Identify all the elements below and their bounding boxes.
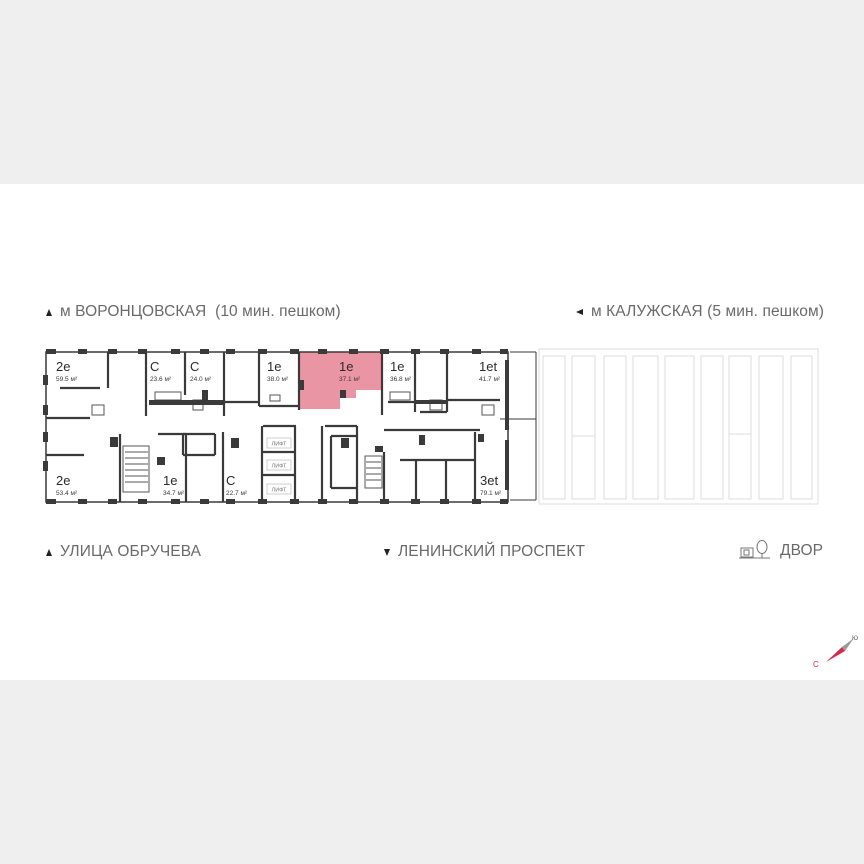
metro-vorontsovskaya-label: м ВОРОНЦОВСКАЯ (10 мин. пешком) [46,303,341,321]
unit-1e-36[interactable]: 1е 36.8 м² [390,359,412,383]
unit-type: 1е [163,473,177,488]
unit-3et-79[interactable]: 3еt 79.1 м² [480,473,502,497]
courtyard-text: ДВОР [780,542,824,559]
thin-walls [91,391,495,493]
triangle-down-icon [384,548,390,556]
street-leninsky-text: ЛЕНИНСКИЙ ПРОСПЕКТ [398,543,586,560]
unit-2e-59[interactable]: 2е 59.5 м² [56,359,78,383]
compass-south-label: Ю [852,636,858,642]
unit-c-24[interactable]: С 24.0 м² [190,359,212,383]
highlighted-apartment[interactable] [299,352,382,409]
lift-boxes: ЛИФТ ЛИФТ ЛИФТ [266,437,292,495]
street-leninsky-label: ЛЕНИНСКИЙ ПРОСПЕКТ [384,543,585,561]
unit-type: С [150,359,159,374]
lift-label-1: ЛИФТ [272,442,287,448]
metro-kaluzhskaya-text: м КАЛУЖСКАЯ (5 мин. пешком) [591,303,825,320]
unit-type: С [190,359,199,374]
unit-area: 38.0 м² [267,376,289,383]
bottom-band [0,680,864,864]
unit-area: 37.1 м² [339,376,361,383]
interior-walls [46,352,500,502]
unit-area: 79.1 м² [480,490,502,497]
triangle-up-icon [46,308,52,316]
street-obrucheva-text: УЛИЦА ОБРУЧЕВА [60,543,202,560]
unit-1e-37-highlighted[interactable]: 1е 37.1 м² [339,359,361,383]
triangle-up-icon [46,548,52,556]
unit-type: 1е [390,359,404,374]
unit-c-22[interactable]: С 22.7 м² [226,473,248,497]
unit-type: 2е [56,473,70,488]
unit-2e-53[interactable]: 2е 53.4 м² [56,473,78,497]
unit-type: 2е [56,359,70,374]
top-band [0,0,864,184]
unit-area: 24.0 м² [190,376,212,383]
unit-1e-34[interactable]: 1е 34.7 м² [163,473,185,497]
unit-area: 53.4 м² [56,490,78,497]
compass-icon: С Ю [813,636,858,669]
unit-area: 34.7 м² [163,490,185,497]
unit-c-23[interactable]: С 23.6 м² [150,359,172,383]
playground-tree-icon [739,540,770,559]
lift-label-2: ЛИФТ [272,464,287,470]
unit-type: 1е [267,359,281,374]
unit-area: 41.7 м² [479,376,501,383]
unit-area: 36.8 м² [390,376,412,383]
unit-area: 23.6 м² [150,376,172,383]
unit-type: С [226,473,235,488]
street-obrucheva-label: УЛИЦА ОБРУЧЕВА [46,543,201,561]
wall-blocks [110,380,484,465]
unit-1e-38[interactable]: 1е 38.0 м² [267,359,289,383]
compass-north-label: С [813,660,819,669]
metro-kaluzhskaya-label: м КАЛУЖСКАЯ (5 мин. пешком) [576,303,824,321]
unit-type: 1еt [479,359,497,374]
lift-label-3: ЛИФТ [272,488,287,494]
unit-area: 59.5 м² [56,376,78,383]
unit-type: 1е [339,359,353,374]
floor-plan-panel [0,184,864,680]
unit-area: 22.7 м² [226,490,248,497]
unit-1et-41[interactable]: 1еt 41.7 м² [479,359,501,383]
courtyard-label: ДВОР [738,540,823,562]
triangle-left-icon [576,309,583,315]
adjacent-building-outline [538,348,819,505]
metro-vorontsovskaya-text: м ВОРОНЦОВСКАЯ (10 мин. пешком) [60,303,341,320]
unit-type: 3еt [480,473,498,488]
